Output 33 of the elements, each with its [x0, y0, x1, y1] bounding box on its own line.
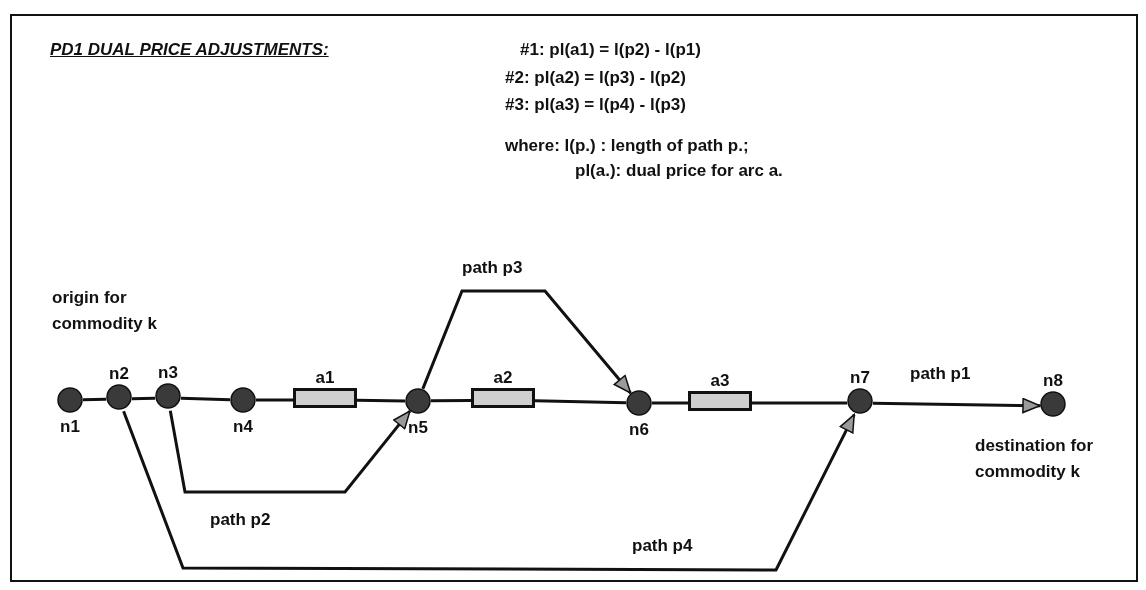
arrow [168, 410, 412, 494]
edge-label: path p3 [460, 258, 525, 278]
network-node: n6 [619, 390, 659, 440]
network-node: n7 [840, 368, 880, 414]
connector-line [180, 396, 231, 402]
connector-line [752, 401, 847, 405]
network-node: n2 [99, 364, 139, 410]
node-caption: origin for commodity k [52, 287, 158, 335]
edge-label: path p1 [908, 364, 973, 384]
arrow [421, 289, 632, 394]
network-node: n4 [223, 387, 263, 437]
formula-text: #3: pl(a3) = l(p4) - l(p3) [505, 95, 686, 115]
edge-label: path p2 [208, 510, 273, 530]
formula-text: #2: pl(a2) = l(p3) - l(p2) [505, 68, 686, 88]
network-node: n3 [148, 363, 188, 409]
network-node: n1 [50, 387, 90, 437]
connector-line [256, 398, 293, 402]
formula-text: #1: pl(a1) = l(p2) - l(p1) [520, 40, 701, 60]
arrow [122, 410, 856, 572]
heading: PD1 DUAL PRICE ADJUSTMENTS: [50, 40, 329, 60]
connector-line [652, 401, 688, 405]
connector-line [131, 396, 156, 401]
node-caption: destination for commodity k [975, 435, 1095, 483]
edge-label: path p4 [630, 536, 695, 556]
arrow [872, 397, 1041, 414]
formula-text: pl(a.): dual price for arc a. [575, 161, 783, 181]
connector-line [356, 398, 406, 403]
connector-line [82, 397, 107, 402]
connector-line [431, 398, 471, 403]
connector-line [534, 399, 627, 405]
network-node: n5 [398, 388, 438, 438]
formula-text: where: l(p.) : length of path p.; [505, 136, 749, 156]
network-node: n8 [1033, 371, 1073, 417]
